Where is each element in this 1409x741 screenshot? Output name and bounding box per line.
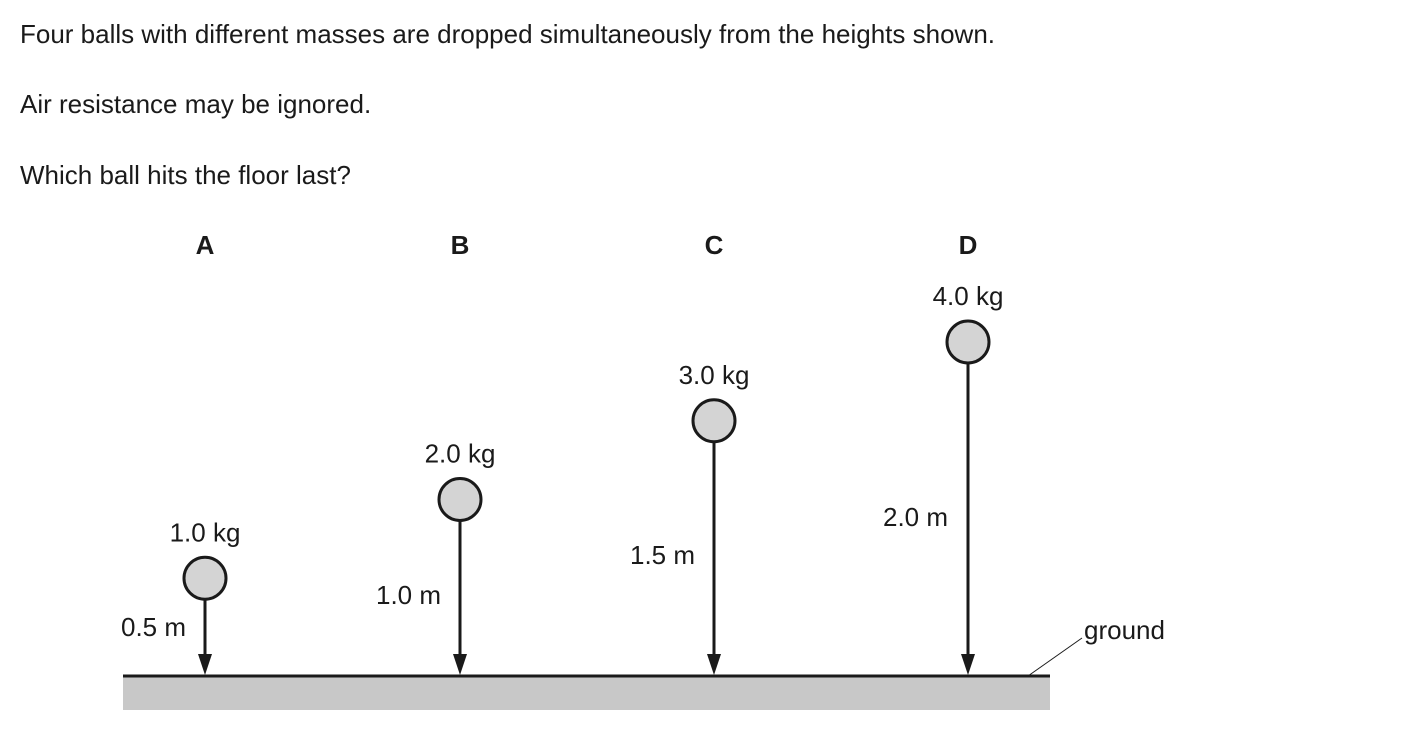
drop-arrowhead-b (453, 654, 467, 675)
ball-letter-d: D (959, 230, 978, 260)
question-line-1: Four balls with different masses are dro… (20, 19, 996, 49)
height-label-b: 1.0 m (376, 580, 441, 610)
height-label-a: 0.5 m (121, 612, 186, 642)
ball-c (691, 398, 737, 444)
balls-layer: A 1.0 kg 0.5 m B 2.0 kg 1.0 m C 3.0 kg 1.5 m D 4.0… (121, 230, 1003, 675)
ball-letter-a: A (196, 230, 215, 260)
ground-slab (123, 676, 1050, 710)
ball-letter-c: C (705, 230, 724, 260)
ground-label: ground (1084, 615, 1165, 645)
height-label-c: 1.5 m (630, 540, 695, 570)
ball-d (945, 319, 991, 365)
ground-leader-line (1027, 637, 1083, 677)
question-line-2: Air resistance may be ignored. (20, 89, 372, 119)
ball-b (437, 477, 483, 522)
ball-mass-label-b: 2.0 kg (425, 439, 496, 469)
drop-arrowhead-a (198, 654, 212, 675)
height-label-d: 2.0 m (883, 502, 948, 532)
question-line-3: Which ball hits the floor last? (20, 160, 351, 190)
ball-mass-label-a: 1.0 kg (170, 517, 241, 547)
drop-arrowhead-c (707, 654, 721, 675)
ball-letter-b: B (451, 230, 470, 260)
ball-mass-label-c: 3.0 kg (679, 360, 750, 390)
ball-a (182, 555, 228, 601)
ball-mass-label-d: 4.0 kg (933, 281, 1004, 311)
drop-arrowhead-d (961, 654, 975, 675)
